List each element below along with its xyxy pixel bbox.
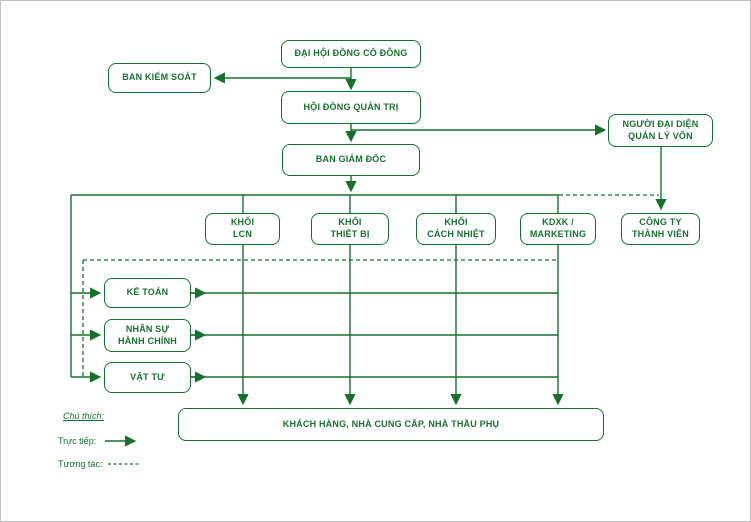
node-accounting: KẾ TOÁN <box>104 278 191 308</box>
node-materials: VẬT TƯ <box>104 362 191 393</box>
node-external-parties: KHÁCH HÀNG, NHÀ CUNG CẤP, NHÀ THẦU PHỤ <box>178 408 604 441</box>
node-capital-representative: NGƯỜI ĐẠI DIỆN QUẢN LÝ VỐN <box>608 114 713 147</box>
legend-interact-label: Tương tác: <box>58 459 103 469</box>
node-shareholders: ĐẠI HỘI ĐỒNG CỔ ĐÔNG <box>281 40 421 68</box>
node-division-insulation: KHỐI CÁCH NHIỆT <box>416 213 496 245</box>
node-board-of-directors: HỘI ĐỒNG QUẢN TRỊ <box>281 91 421 124</box>
node-member-company: CÔNG TY THÀNH VIÊN <box>621 213 700 245</box>
interaction-connectors <box>82 194 659 465</box>
node-division-equipment: KHỐI THIẾT BỊ <box>311 213 389 245</box>
node-executive-board: BAN GIÁM ĐỐC <box>282 144 420 176</box>
node-division-lcn: KHỐI LCN <box>205 213 280 245</box>
node-supervisory-board: BAN KIỂM SOÁT <box>108 63 211 93</box>
legend-direct-label: Trực tiếp: <box>58 436 97 446</box>
node-division-kdxk-marketing: KDXK / MARKETING <box>520 213 596 245</box>
legend-title: Chú thích: <box>63 411 105 421</box>
node-hr-admin: NHÂN SỰ HÀNH CHÍNH <box>104 319 191 352</box>
direct-connectors <box>70 68 667 447</box>
